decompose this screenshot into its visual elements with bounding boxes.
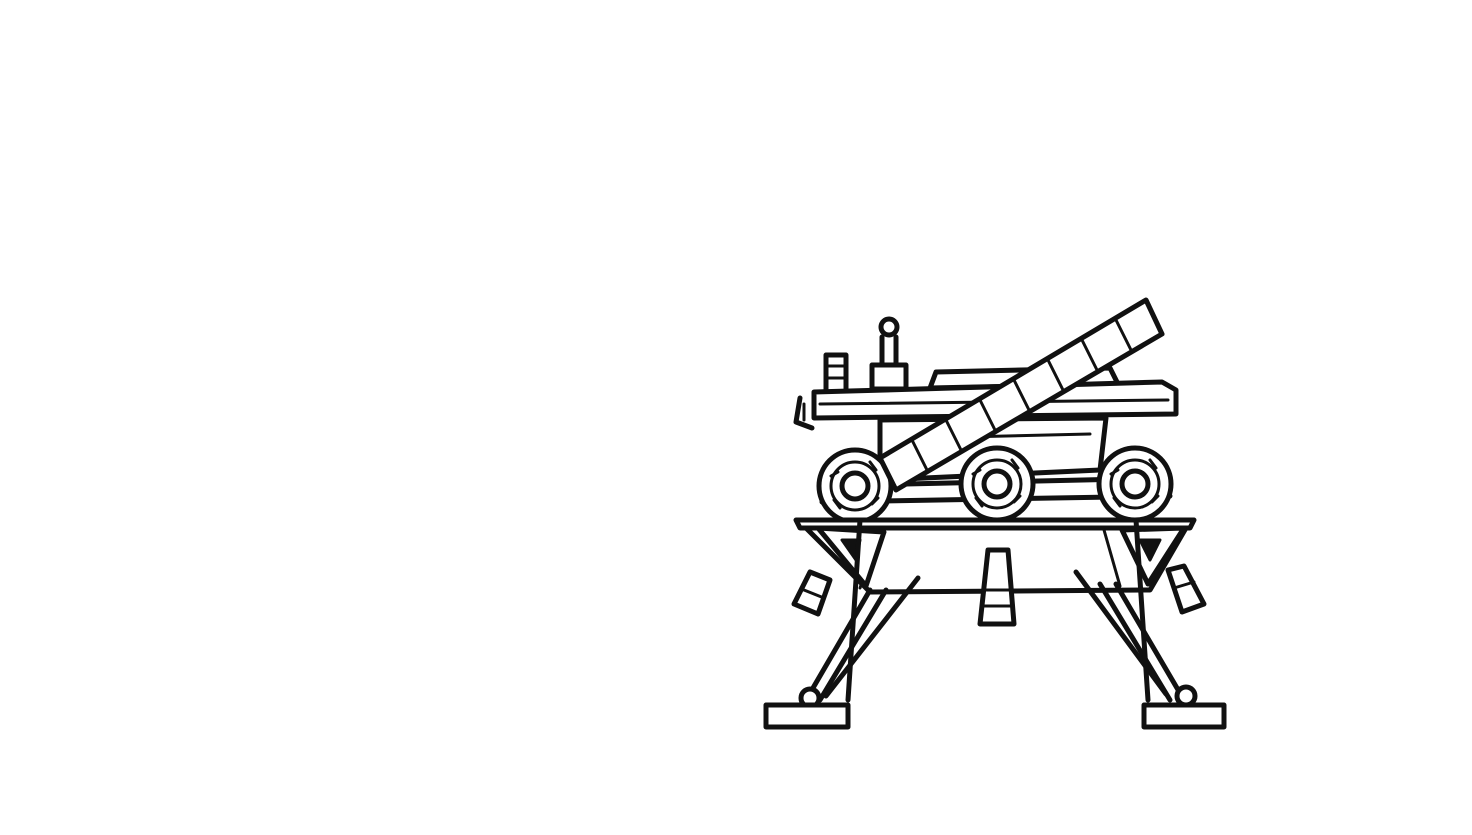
thruster-center bbox=[977, 547, 1017, 627]
foot-pad-right bbox=[1141, 702, 1227, 730]
deployment-ramp bbox=[877, 297, 1165, 493]
foot-pad-left bbox=[763, 702, 851, 730]
thruster-right bbox=[1165, 563, 1207, 615]
rover-wheel-rear bbox=[1096, 445, 1174, 523]
rover-wheel-middle bbox=[958, 445, 1036, 523]
lander bbox=[763, 517, 1227, 730]
rover-antenna-mast bbox=[869, 316, 909, 392]
rover bbox=[793, 297, 1179, 525]
rover-mast-left bbox=[823, 352, 849, 400]
thruster-left bbox=[791, 569, 833, 617]
lander-panel-left bbox=[815, 525, 887, 589]
rover-wheel-front bbox=[816, 447, 894, 525]
